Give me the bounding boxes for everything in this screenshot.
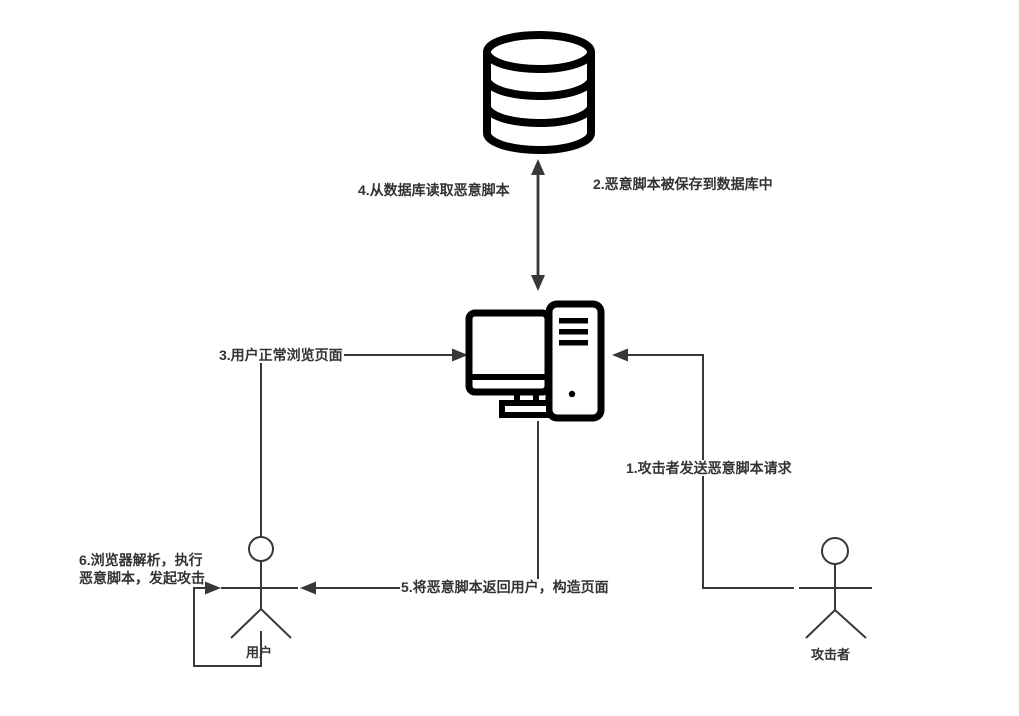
computer-icon	[465, 300, 605, 422]
user-figure	[221, 536, 298, 639]
step6-label-line1: 6.浏览器解析，执行	[79, 552, 203, 568]
attacker-figure	[799, 537, 872, 639]
step5-label: 5.将恶意脚本返回用户，构造页面	[400, 579, 610, 595]
attacker-label: 攻击者	[811, 647, 851, 662]
database-icon	[483, 31, 595, 154]
user-self-loop-arrow	[193, 581, 262, 667]
user-label: 用户	[246, 645, 273, 660]
server-to-user-arrow	[300, 421, 539, 595]
step6-label: 6.浏览器解析，执行 恶意脚本，发起攻击	[78, 551, 206, 587]
step4-label: 4.从数据库读取恶意脚本	[357, 182, 511, 198]
db-server-double-arrow	[531, 159, 545, 291]
step6-label-line2: 恶意脚本，发起攻击	[79, 570, 205, 586]
user-to-server-arrow	[260, 348, 468, 537]
step1-label: 1.攻击者发送恶意脚本请求	[625, 460, 793, 476]
step2-label: 2.恶意脚本被保存到数据库中	[592, 176, 774, 192]
step3-label: 3.用户正常浏览页面	[218, 347, 344, 363]
